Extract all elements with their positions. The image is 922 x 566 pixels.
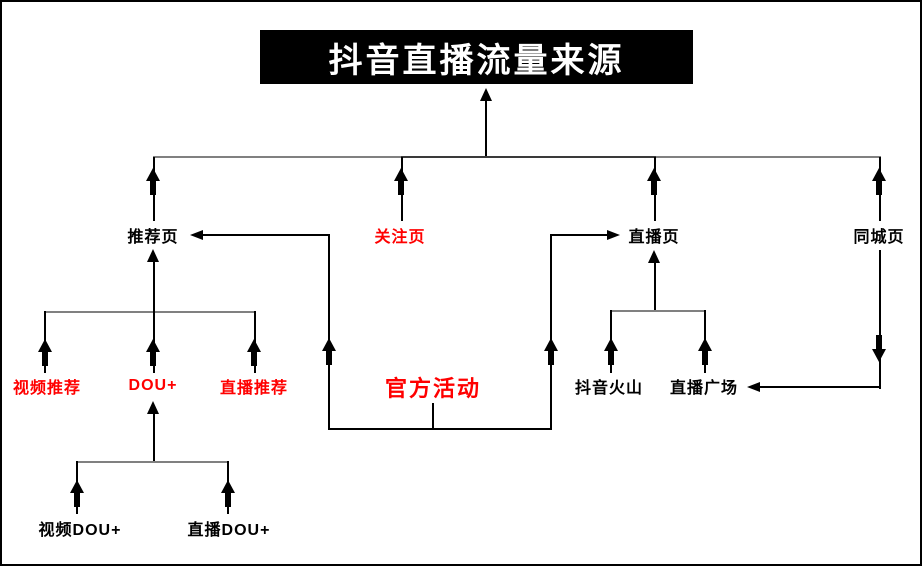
node-follow-page: 关注页: [374, 229, 426, 246]
bold-arrow-down-icon: [872, 335, 886, 362]
edge-city-down: [879, 250, 881, 389]
bold-arrow-up-icon: [221, 480, 235, 507]
edge-root-line: [485, 100, 487, 157]
arrow-left-icon: [747, 382, 760, 392]
node-douyin-volcano: 抖音火山: [574, 380, 644, 397]
edge-official-right: [550, 235, 552, 430]
connector-recommend-children: [44, 311, 256, 313]
node-live-dou-plus: 直播DOU+: [187, 522, 271, 539]
node-city-page: 同城页: [853, 229, 905, 246]
bold-arrow-up-icon: [872, 168, 886, 195]
node-official-activity: 官方活动: [384, 376, 482, 401]
node-recommend-page: 推荐页: [127, 229, 179, 246]
edge-live-down: [654, 262, 656, 311]
bold-arrow-up-icon: [322, 338, 336, 365]
arrow-up-icon: [648, 250, 660, 263]
node-live-square: 直播广场: [669, 380, 739, 397]
connector-dou-children: [76, 461, 229, 463]
edge-recommend-down: [153, 261, 155, 313]
edge-official-bottom: [328, 428, 552, 430]
node-live-page: 直播页: [628, 229, 680, 246]
edge-official-to-live: [550, 234, 607, 236]
edge-dou-down: [153, 413, 155, 463]
edge-city-to-square: [759, 386, 881, 388]
connector-live-children: [610, 310, 706, 312]
diagram-title: 抖音直播流量来源: [260, 30, 693, 84]
bold-arrow-up-icon: [146, 339, 160, 366]
arrow-up-icon: [480, 88, 492, 101]
bold-arrow-up-icon: [38, 339, 52, 366]
bold-arrow-up-icon: [394, 168, 408, 195]
connector-top-overlap: [401, 156, 656, 158]
node-video-recommend: 视频推荐: [12, 380, 82, 397]
node-live-recommend: 直播推荐: [219, 380, 289, 397]
bold-arrow-up-icon: [247, 339, 261, 366]
edge-official-to-recommend: [202, 234, 330, 236]
bold-arrow-up-icon: [604, 338, 618, 365]
edge-official-left: [328, 235, 330, 430]
bold-arrow-up-icon: [70, 480, 84, 507]
bold-arrow-up-icon: [698, 338, 712, 365]
arrow-up-icon: [147, 401, 159, 414]
node-dou-plus: DOU+: [128, 377, 178, 394]
bold-arrow-up-icon: [647, 168, 661, 195]
node-video-dou-plus: 视频DOU+: [38, 522, 122, 539]
arrow-left-icon: [190, 230, 203, 240]
arrow-right-icon: [607, 230, 620, 240]
edge-official-short: [432, 403, 434, 430]
arrow-up-icon: [147, 249, 159, 262]
bold-arrow-up-icon: [146, 168, 160, 195]
bold-arrow-up-icon: [544, 338, 558, 365]
